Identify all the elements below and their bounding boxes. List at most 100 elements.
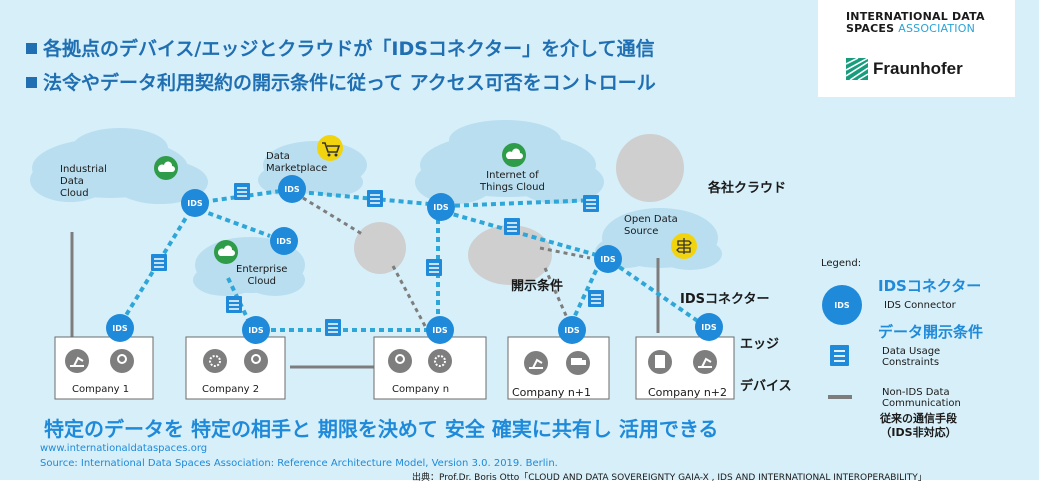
document-icon [234,183,250,200]
company-n1-label: Company n+1 [512,386,592,399]
company-1-label: Company 1 [72,384,130,395]
svg-text:IDS: IDS [432,326,448,335]
sensor-icon [244,349,268,373]
fraunhofer-logo-text: Fraunhofer [873,59,963,78]
ids-node-marketplace: IDS [278,175,306,203]
annotation-device: デバイス [740,379,792,394]
svg-text:IDS: IDS [564,326,580,335]
legend-document-icon [830,345,849,366]
company-n2-label: Company n+2 [648,386,728,399]
iot-line2: Things Cloud [480,182,545,193]
idsa-logo-line2: SPACES ASSOCIATION [846,22,975,35]
legend-non-ids-jp-line1: 従来の通信手段 [880,412,957,425]
bullet-2-text: 法令やデータ利用契約の開示条件に従って アクセス可否をコントロール [43,72,656,94]
idsa-logo-line1: INTERNATIONAL DATA [846,10,985,23]
legend-non-ids-line1: Non-IDS Data [882,387,950,398]
legend-data-usage-en: Data Usage Constraints [882,346,940,368]
ids-node-company-n2: IDS [695,313,723,341]
header-bullet-1: 各拠点のデバイス/エッジとクラウドが「IDSコネクター」を介して通信 [26,34,655,61]
document-icon [588,290,604,307]
annotation-edge: エッジ [740,337,780,352]
ids-node-company-n: IDS [426,316,454,344]
gray-dotted-links [302,196,591,327]
legend-ids-connector-en: IDS Connector [884,300,956,311]
gray-cloud-center [354,222,406,274]
ids-node-open-data: IDS [594,245,622,273]
legend-ids-connector-jp: IDSコネクター [878,277,982,295]
document-icon [426,259,442,276]
idsa-logo-association: ASSOCIATION [898,22,976,35]
gray-cloud-iot-lower [468,225,552,285]
industrial-cloud-label: Industrial Data Cloud [60,164,107,200]
legend-non-ids-line2: Communication [882,398,961,409]
ids-node-legend: IDS [822,285,862,325]
ids-node-industrial: IDS [181,189,209,217]
svg-text:IDS: IDS [284,185,300,194]
legend-non-ids-jp-line2: （IDS非対応） [880,426,957,439]
header-bullet-2: 法令やデータ利用契約の開示条件に従って アクセス可否をコントロール [26,68,656,95]
fraunhofer-logo-icon [846,58,868,80]
device-icons [65,349,717,375]
document-icon [151,254,167,271]
svg-text:IDS: IDS [187,199,203,208]
industrial-cloud-line1: Industrial [60,164,107,175]
industrial-data-cloud [30,128,208,204]
svg-text:IDS: IDS [433,203,449,212]
document-icon [504,218,520,235]
bullet-square-icon [26,77,37,88]
svg-text:IDS: IDS [112,324,128,333]
svg-text:IDS: IDS [701,323,717,332]
idsa-logo-spaces: SPACES [846,22,895,35]
source-citation: Source: International Data Spaces Associ… [40,458,558,469]
svg-text:IDS: IDS [600,255,616,264]
marketplace-line1: Data [266,151,290,162]
document-icon [325,319,341,336]
signpost-icon [671,233,697,259]
gear-icon [428,349,452,373]
marketplace-label: Data Marketplace [266,151,327,175]
annotation-company-cloud: 各社クラウド [708,181,787,196]
annotation-ids-connector: IDSコネクター [680,292,770,307]
industrial-cloud-line2: Data [60,176,84,187]
bullet-square-icon [26,43,37,54]
enterprise-cloud-label: Enterprise Cloud [236,264,287,288]
document-icon [367,190,383,207]
legend-data-usage-line2: Constraints [882,357,940,368]
enterprise-line1: Enterprise [236,264,288,275]
document-icon [583,195,599,212]
ids-node-company-2: IDS [242,316,270,344]
marketplace-cart-icon [317,135,343,161]
sensor-icon [388,349,412,373]
open-data-line2: Source [624,226,659,237]
data-usage-icons [151,183,849,366]
legend-data-usage-jp: データ開示条件 [878,323,984,341]
source-url: www.internationaldataspaces.org [40,443,208,454]
cloud-icons [154,143,526,264]
iot-line1: Internet of [486,170,539,181]
gray-cloud-top-right [616,134,684,202]
legend-non-ids-en: Non-IDS Data Communication [882,387,961,409]
iot-cloud-label: Internet of Things Cloud [480,170,545,194]
credit-citation: 出典：Prof.Dr. Boris Otto「CLOUD AND DATA SO… [412,473,927,483]
svg-text:IDS: IDS [248,326,264,335]
svg-text:IDS: IDS [834,301,850,310]
open-data-label: Open Data Source [624,214,678,238]
company-2-box [185,336,286,400]
ids-node-iot: IDS [427,193,455,221]
logo-panel [818,0,1015,97]
ids-node-company-1: IDS [106,314,134,342]
legend-data-usage-line1: Data Usage [882,346,941,357]
open-data-line1: Open Data [624,214,678,225]
legend-non-ids-jp: 従来の通信手段 （IDS非対応） [880,412,957,440]
ids-node-enterprise: IDS [270,227,298,255]
ids-node-company-n1: IDS [558,316,586,344]
marketplace-line2: Marketplace [266,163,328,174]
ids-connectors: IDS IDS IDS IDS IDS IDS IDS IDS IDS IDS … [106,175,862,344]
industrial-cloud-line3: Cloud [60,188,89,199]
company-2-label: Company 2 [202,384,260,395]
gear-icon [203,349,227,373]
legend-title: Legend: [821,258,862,269]
company-n1-box [507,336,610,400]
summary-statement: 特定のデータを 特定の相手と 期限を決めて 安全 確実に共有し 活用できる [44,417,719,441]
